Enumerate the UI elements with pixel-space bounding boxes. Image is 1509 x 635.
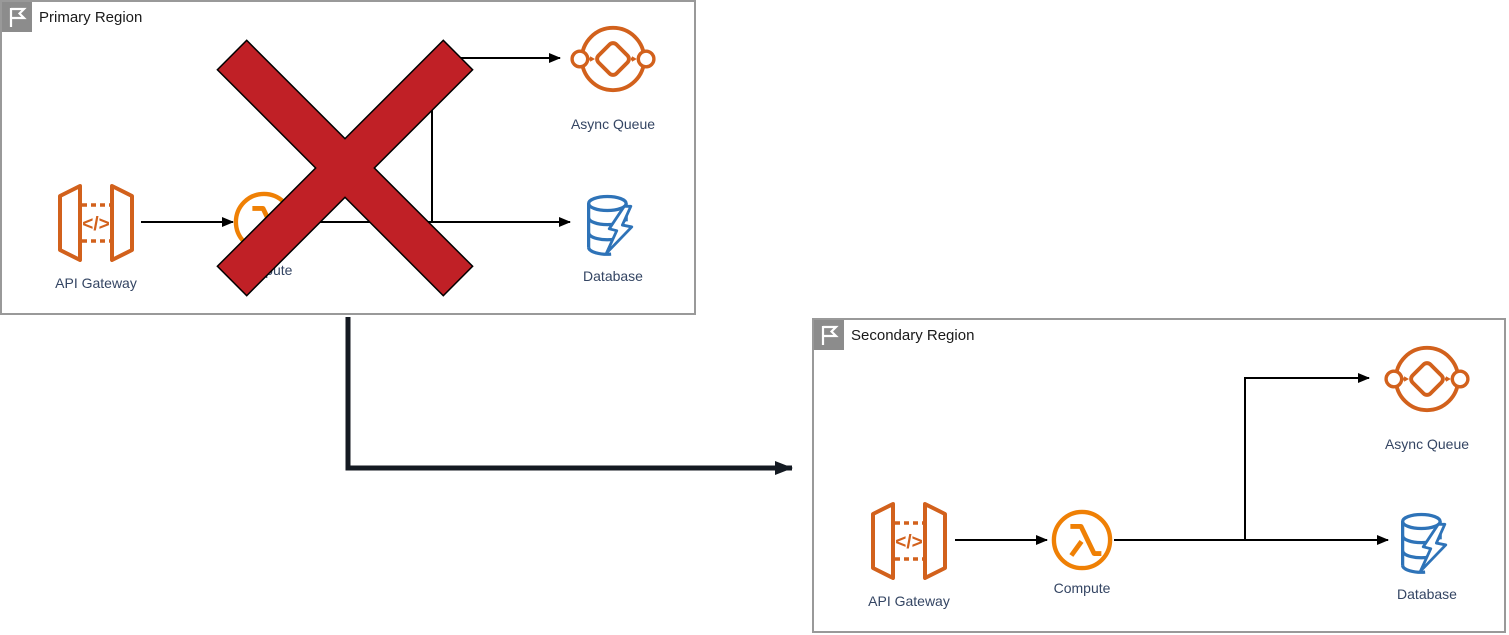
primary-region-title: Primary Region [39,9,143,26]
node-async-queue-primary: Async Queue [552,22,674,132]
api-gateway-icon: </> [58,184,134,262]
node-async-queue-secondary: Async Queue [1366,342,1488,452]
node-api-gateway-secondary: </> API Gateway [847,502,971,609]
node-label: API Gateway [868,593,950,609]
queue-icon [570,25,656,93]
node-label: Async Queue [570,116,656,132]
node-label: Async Queue [1384,436,1470,452]
database-icon [1400,512,1448,574]
node-label: API Gateway [55,275,137,291]
lambda-icon [1051,509,1113,571]
region-flag-icon [2,2,32,32]
failure-cross-icon [216,39,474,297]
region-flag-icon [814,320,844,350]
code-glyph: </> [82,214,109,235]
api-gateway-icon: </> [871,502,947,580]
secondary-region-title: Secondary Region [851,327,975,344]
database-icon [586,194,634,256]
node-label: Compute [1053,580,1111,596]
node-compute-secondary: Compute [1032,509,1132,596]
code-glyph: </> [895,532,922,553]
queue-icon [1384,345,1470,413]
node-database-primary: Database [558,192,668,284]
node-api-gateway-primary: </> API Gateway [34,184,158,291]
failover-arrow [345,317,793,475]
node-label: Database [583,268,643,284]
node-label: Database [1397,586,1457,602]
node-database-secondary: Database [1372,510,1482,602]
